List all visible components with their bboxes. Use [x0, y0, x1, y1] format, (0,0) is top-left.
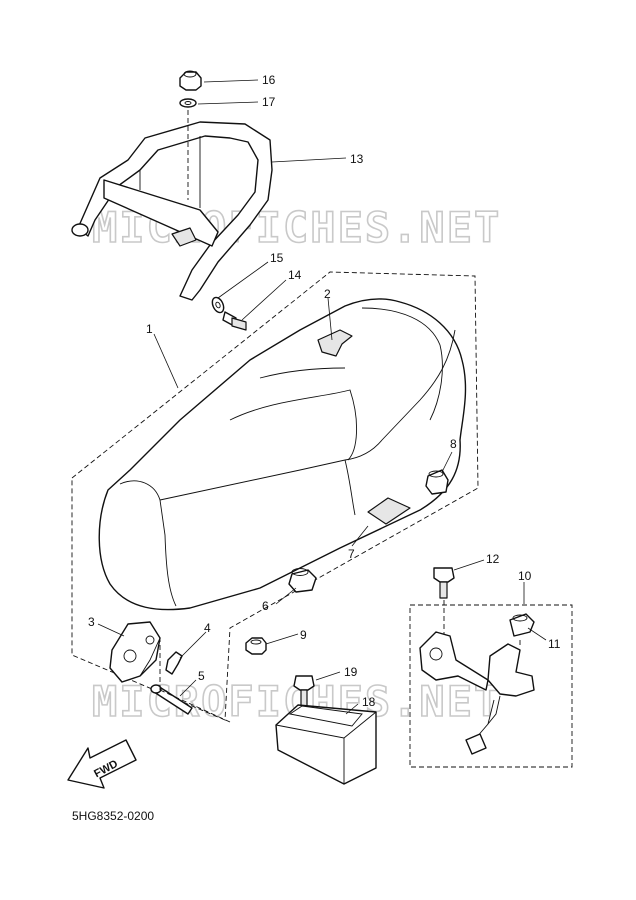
callout-19: 19 [344, 665, 358, 679]
drawing-code: 5HG8352-0200 [72, 809, 154, 823]
fwd-arrow: FWD [67, 739, 137, 789]
grab-bar [71, 121, 273, 301]
seat-strap [367, 497, 411, 525]
bolt-19 [293, 675, 315, 709]
callout-4: 4 [204, 621, 211, 635]
callout-2: 2 [324, 287, 331, 301]
callout-12: 12 [486, 552, 500, 566]
callout-17: 17 [262, 95, 276, 109]
nut-9 [245, 637, 267, 655]
leader-lines [97, 79, 547, 715]
washer-15 [211, 296, 225, 314]
seat-lock [465, 643, 535, 755]
lock-bracket [419, 631, 489, 691]
hinge-bracket [109, 621, 161, 683]
callout-13: 13 [350, 152, 364, 166]
damper-8 [425, 469, 449, 495]
callout-10: 10 [518, 569, 532, 583]
callout-6: 6 [262, 599, 269, 613]
washer [179, 98, 197, 108]
callout-1: 1 [146, 322, 153, 336]
callout-14: 14 [288, 268, 302, 282]
callout-9: 9 [300, 628, 307, 642]
callout-16: 16 [262, 73, 276, 87]
seat-emblem [317, 329, 353, 357]
callout-11: 11 [548, 637, 561, 651]
pin [150, 684, 193, 715]
callout-7: 7 [348, 547, 355, 561]
hinge-center-lines [159, 640, 231, 723]
bolt-12 [433, 567, 455, 599]
seat [98, 298, 467, 611]
tool-box [275, 704, 377, 785]
callout-5: 5 [198, 669, 205, 683]
callout-3: 3 [88, 615, 95, 629]
damper-6 [288, 568, 317, 593]
callout-18: 18 [362, 695, 376, 709]
seat-assembly-boundary [71, 271, 479, 721]
clip [165, 651, 183, 675]
lock-assembly-boundary [409, 604, 573, 768]
callout-8: 8 [450, 437, 457, 451]
bolt-14 [222, 311, 247, 331]
cap-nut [179, 70, 202, 91]
lock-cylinder [509, 613, 535, 637]
callout-15: 15 [270, 251, 284, 265]
